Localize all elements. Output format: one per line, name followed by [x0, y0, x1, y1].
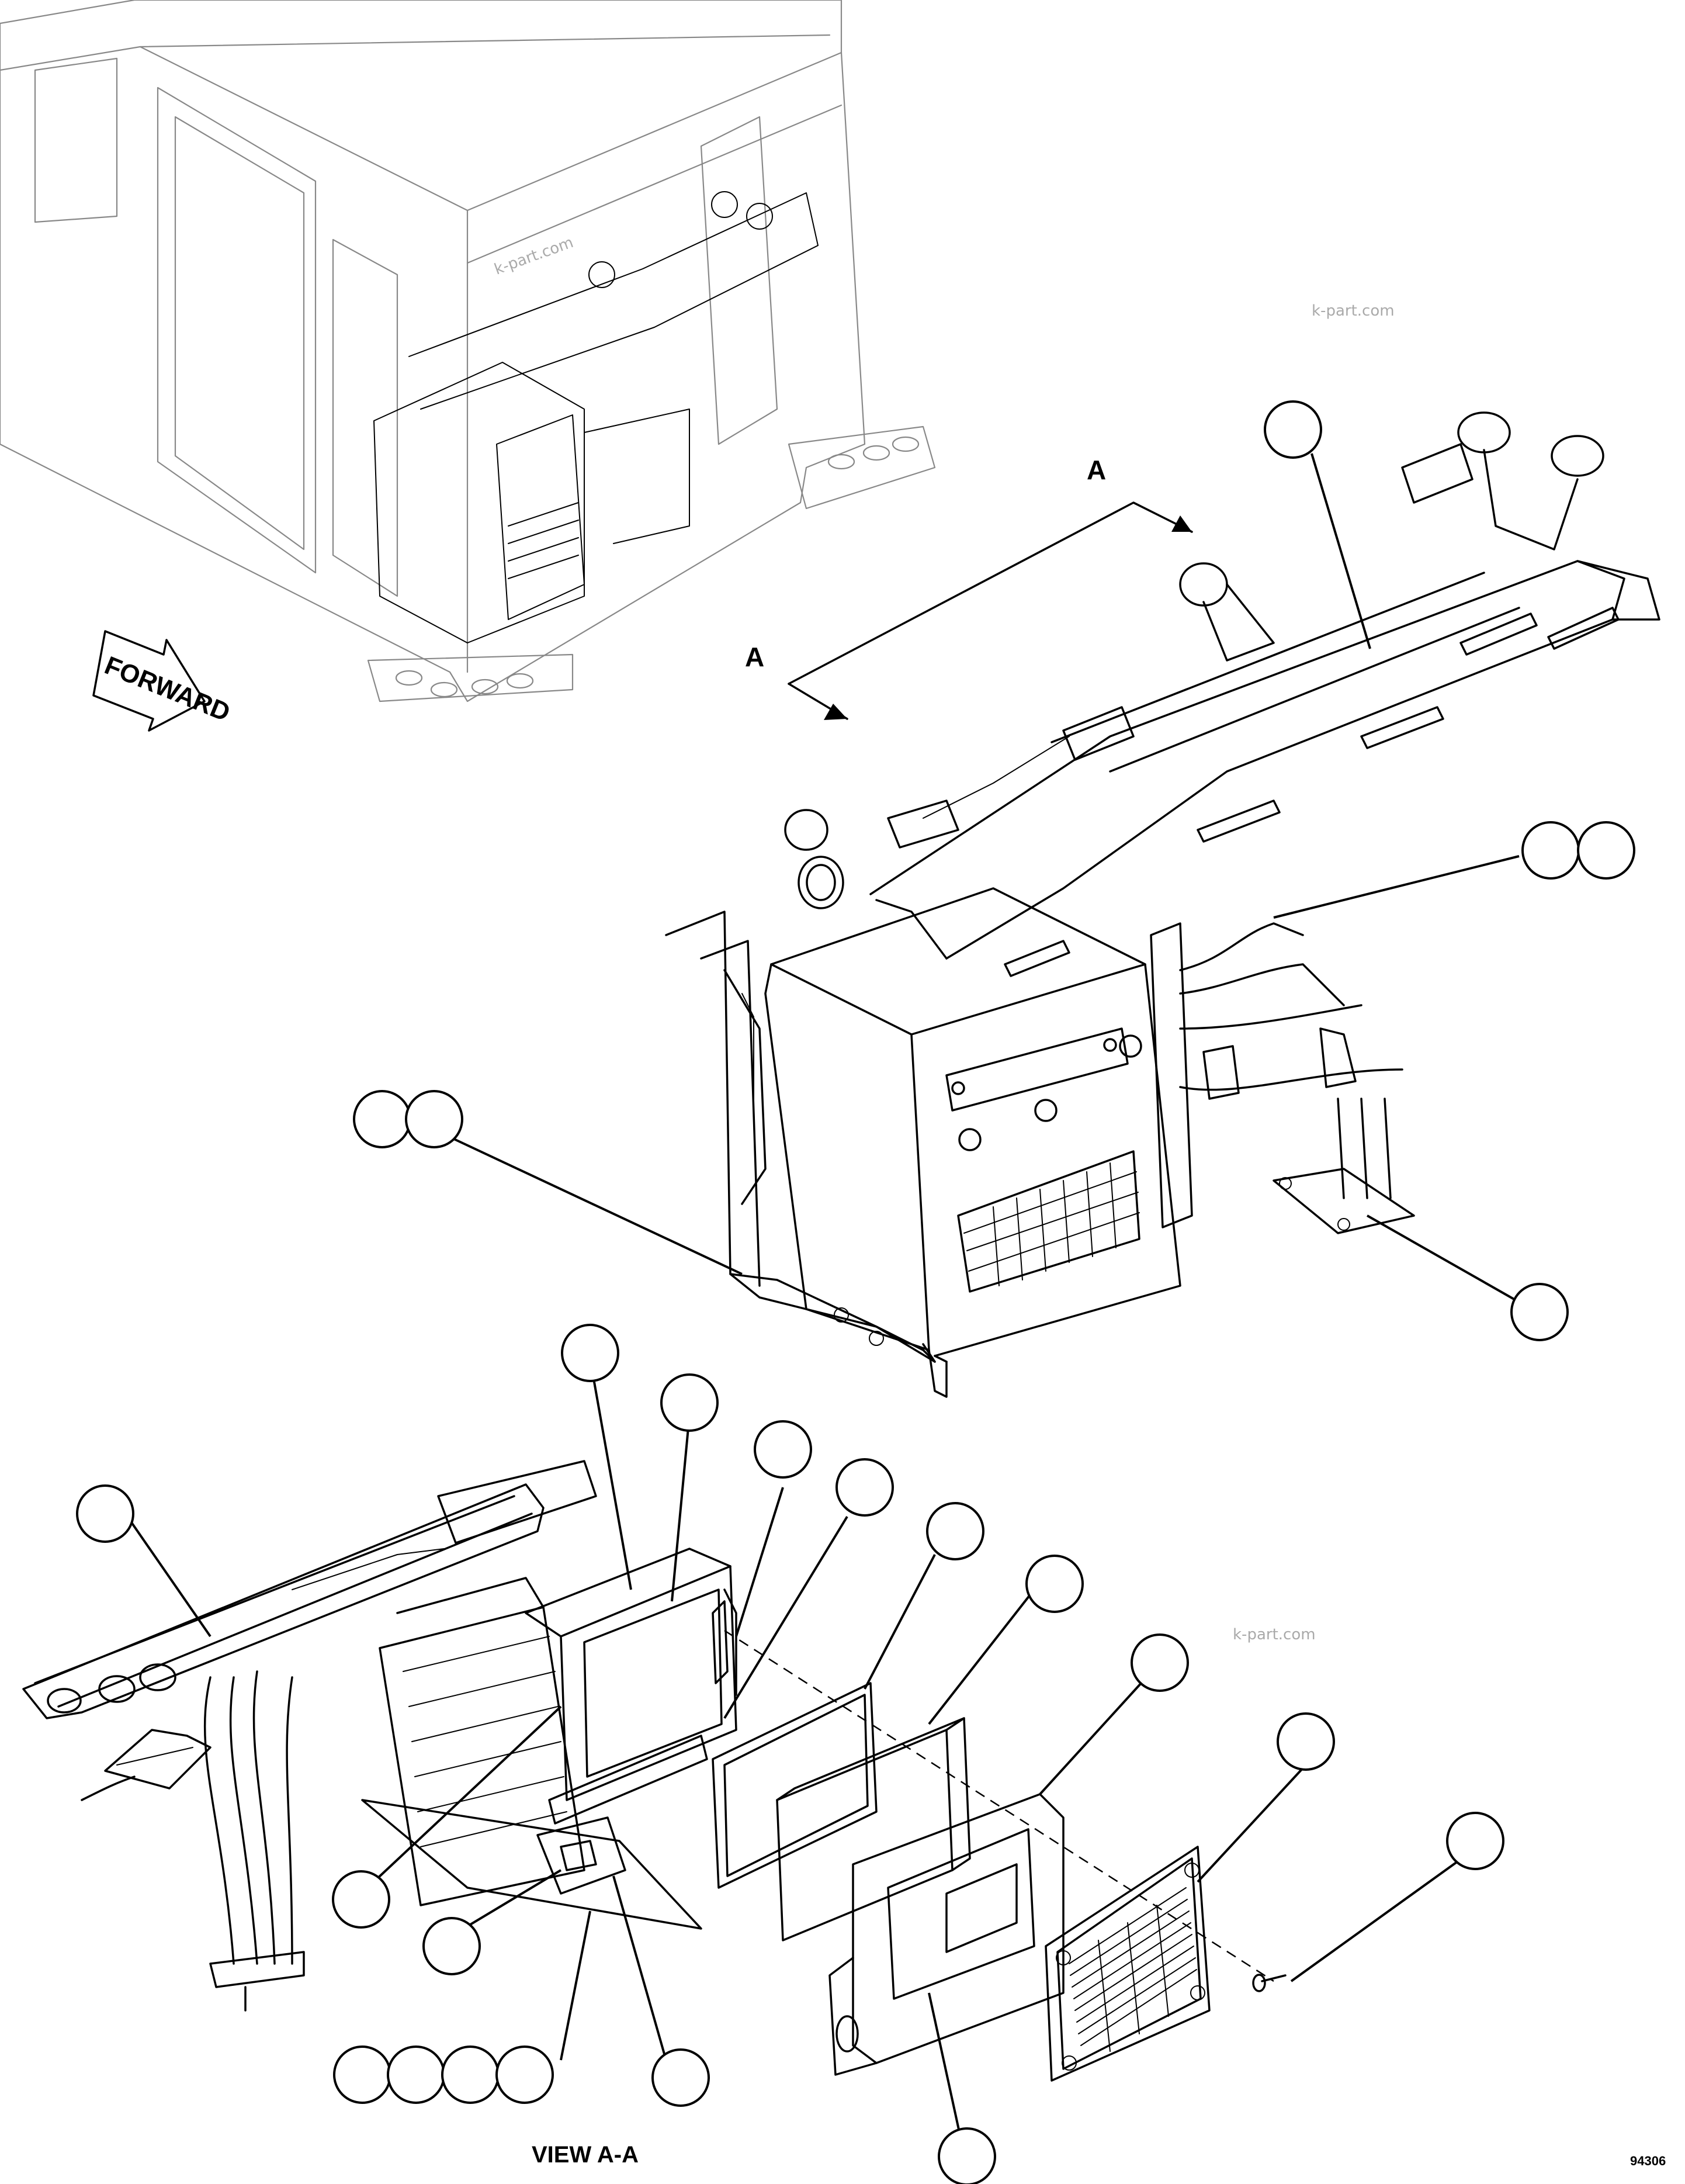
leader-lines [130, 453, 1537, 2154]
callout-8 [660, 1373, 719, 1432]
callout-14 [1277, 1712, 1335, 1771]
drawing-number: 94306 [1630, 2154, 1666, 2168]
section-a-top-label: A [1087, 455, 1106, 485]
callout-10 [835, 1458, 894, 1517]
exploded-view [22, 1460, 1287, 2082]
callout-21 [441, 2045, 500, 2104]
hvac-assembly [665, 411, 1660, 1398]
callout-12 [1025, 1555, 1084, 1613]
watermark-2: k-part.com [1312, 302, 1395, 320]
cab-overview [0, 0, 936, 702]
callout-3 [1577, 821, 1635, 880]
callout-22 [495, 2045, 554, 2104]
callout-2 [1521, 821, 1580, 880]
callout-9 [754, 1420, 812, 1479]
callout-23 [651, 2048, 710, 2107]
forward-label: FORWARD [100, 651, 234, 727]
callout-20 [387, 2045, 445, 2104]
callout-6 [1510, 1283, 1569, 1341]
forward-arrow: FORWARD [92, 630, 234, 732]
callout-16 [76, 1484, 134, 1543]
watermark-1: k-part.com [492, 234, 575, 279]
section-arrows: A A [745, 455, 1193, 720]
watermark-3: k-part.com [1233, 1626, 1316, 1643]
callout-5 [405, 1090, 463, 1148]
callout-15 [1446, 1812, 1504, 1870]
callout-13 [1131, 1633, 1189, 1692]
callout-7 [561, 1324, 619, 1382]
grille-louvers [1069, 1887, 1197, 2052]
callout-18 [422, 1917, 481, 1975]
view-caption: VIEW A-A [532, 2142, 639, 2168]
callout-19 [333, 2045, 391, 2104]
cab-foot-holes [395, 436, 920, 698]
grille-slats [963, 1162, 1140, 1286]
callout-4 [353, 1090, 411, 1148]
callout-1 [1264, 400, 1322, 459]
round-vents [784, 411, 1604, 909]
callout-17 [332, 1870, 390, 1929]
callout-11 [926, 1502, 984, 1560]
callout-circles [76, 400, 1635, 2184]
callout-24 [938, 2127, 996, 2184]
section-a-left-label: A [745, 642, 764, 672]
